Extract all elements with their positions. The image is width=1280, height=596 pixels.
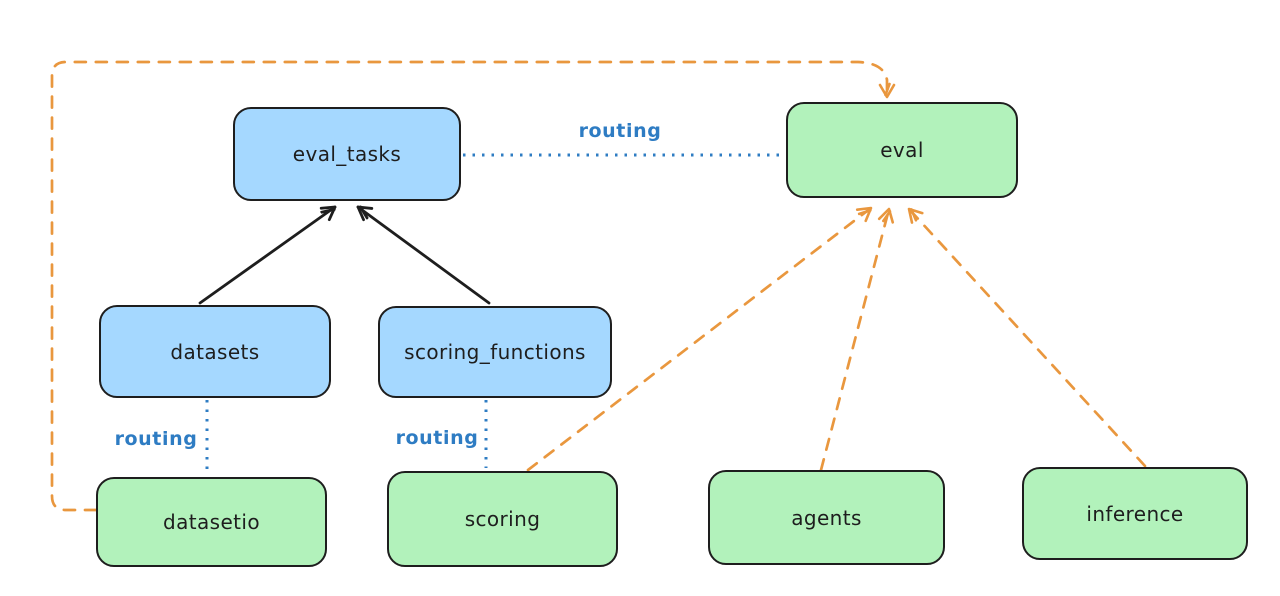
node-agents-label: agents <box>791 505 862 530</box>
node-datasetio-label: datasetio <box>162 510 260 534</box>
node-eval-tasks: eval_tasks <box>233 107 461 201</box>
edge-datasetio-to-eval-loop <box>50 60 896 512</box>
node-eval-tasks-label: eval_tasks <box>292 142 402 166</box>
edge-label-routing-middle: routing <box>395 427 479 449</box>
node-scoring-label: scoring <box>464 507 541 531</box>
node-datasetio: datasetio <box>96 477 327 567</box>
node-agents: agents <box>708 470 945 565</box>
edge-label-routing-left: routing <box>114 428 198 450</box>
node-eval: eval <box>786 102 1018 198</box>
edge-label-routing-top: routing <box>578 120 662 142</box>
node-datasets: datasets <box>99 305 331 398</box>
node-eval-label: eval <box>880 138 924 162</box>
node-scoring: scoring <box>387 471 618 567</box>
node-scoring-functions-label: scoring_functions <box>404 340 586 364</box>
node-inference: inference <box>1022 467 1248 560</box>
edge-scoring-functions-to-eval-tasks <box>356 207 491 305</box>
node-datasets-label: datasets <box>170 339 260 364</box>
node-inference-label: inference <box>1086 501 1184 526</box>
edge-scoring-to-eval <box>526 206 873 472</box>
node-scoring-functions: scoring_functions <box>378 306 612 398</box>
edge-datasets-to-eval-tasks <box>198 205 337 305</box>
edge-inference-to-eval <box>907 207 1147 468</box>
edge-agents-to-eval <box>819 207 895 472</box>
